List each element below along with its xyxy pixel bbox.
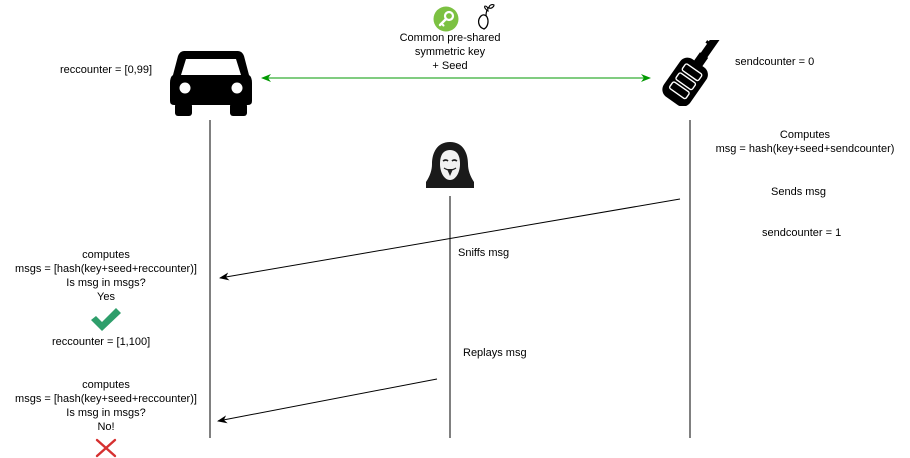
first-check-line2: msgs = [hash(key+seed+reccounter)] [15,263,197,275]
hacker-icon [426,142,474,188]
first-check-line3: Is msg in msgs? [66,277,146,289]
shared-key-label: Common pre-shared symmetric key + Seed [395,31,505,73]
second-check-line2: msgs = [hash(key+seed+reccounter)] [15,393,197,405]
cross-icon [95,438,117,458]
second-check-result: No! [97,421,115,433]
sniffs-msg-label: Sniffs msg [458,247,510,259]
car-icon [170,51,252,116]
checkmark-icon [91,308,121,331]
first-check-result: Yes [97,291,115,303]
fob-computes-line1: Computes [779,129,831,141]
car-counter-after-label: reccounter = [1,100] [52,336,151,348]
second-check-block: computes msgs = [hash(key+seed+reccounte… [0,378,212,434]
shared-key-line3: + Seed [432,60,468,72]
fob-counter-label: sendcounter = 0 [735,56,815,68]
seed-icon [477,4,495,30]
shared-key-line1: Common pre-shared [399,32,501,44]
fob-counter-after-label: sendcounter = 1 [762,227,842,239]
shared-key-line2: symmetric key [414,46,486,58]
key-icon [433,6,459,32]
car-counter-label: reccounter = [0,99] [60,64,153,76]
car-key-fob-icon [662,40,722,106]
replays-msg-label: Replays msg [463,347,527,359]
first-check-block: computes msgs = [hash(key+seed+reccounte… [0,248,212,304]
msg-send-arrow [219,198,681,281]
first-check-line1: computes [82,249,130,261]
sends-msg-label: Sends msg [771,186,827,198]
msg-replay-arrow [217,378,438,424]
second-check-line3: Is msg in msgs? [66,407,146,419]
second-check-line1: computes [82,379,130,391]
fob-computes-label: Computes msg = hash(key+seed+sendcounter… [700,128,910,156]
fob-computes-line2: msg = hash(key+seed+sendcounter) [715,143,895,155]
